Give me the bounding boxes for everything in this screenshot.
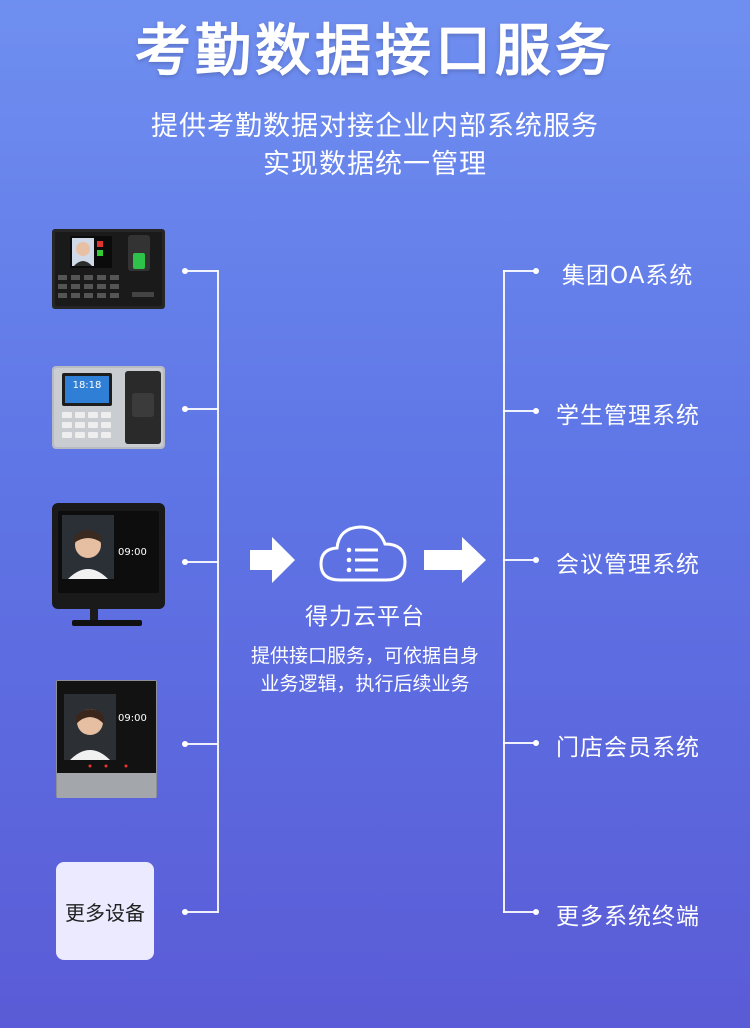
left-dot-5 [182,909,188,915]
device-3-time: 09:00 [118,547,147,558]
platform-desc-line-2: 业务逻辑，执行后续业务 [260,673,470,695]
right-connector-3 [503,559,536,561]
arrow-right-icon-2 [424,537,486,583]
right-connector-4 [503,742,536,744]
system-label-oa: 集团OA系统 [562,263,694,289]
right-dot-5 [533,909,539,915]
subtitle-line-2: 实现数据统一管理 [263,149,487,180]
right-dot-1 [533,268,539,274]
left-dot-4 [182,741,188,747]
right-connector-1 [503,270,536,272]
right-dot-4 [533,740,539,746]
system-label-store-member: 门店会员系统 [556,735,700,761]
left-dot-1 [182,268,188,274]
left-connector-5 [186,911,218,913]
right-dot-2 [533,408,539,414]
arrow-right-icon [250,537,295,583]
device-face-terminal-3: 09:00 [52,503,165,628]
more-devices-box[interactable]: 更多设备 [56,862,154,960]
platform-desc-line-1: 提供接口服务，可依据自身 [250,645,479,667]
subtitle-line-1: 提供考勤数据对接企业内部系统服务 [151,111,599,142]
left-connector-1 [186,270,218,272]
cloud-list-icon [318,523,408,583]
device-attendance-terminal-2: 18:18 [52,366,165,449]
left-connector-2 [186,408,218,410]
device-face-terminal-4: 09:00 [56,680,157,798]
right-dot-3 [533,557,539,563]
system-label-student: 学生管理系统 [556,403,700,429]
left-connector-4 [186,743,218,745]
left-connector-vertical [217,270,219,913]
left-dot-3 [182,559,188,565]
platform-name: 得力云平台 [305,604,425,630]
system-label-more-terminals: 更多系统终端 [556,904,700,930]
device-4-time: 09:00 [118,713,147,724]
more-devices-label: 更多设备 [65,900,145,925]
left-connector-3 [186,561,218,563]
right-connector-vertical [503,270,505,913]
right-connector-2 [503,410,536,412]
page-title: 考勤数据接口服务 [135,19,615,84]
system-label-meeting: 会议管理系统 [556,552,700,578]
right-connector-5 [503,911,536,913]
left-dot-2 [182,406,188,412]
platform-description: 提供接口服务，可依据自身 业务逻辑，执行后续业务 [215,642,515,698]
device-attendance-terminal-1 [52,229,165,309]
device-2-time: 18:18 [72,380,102,391]
